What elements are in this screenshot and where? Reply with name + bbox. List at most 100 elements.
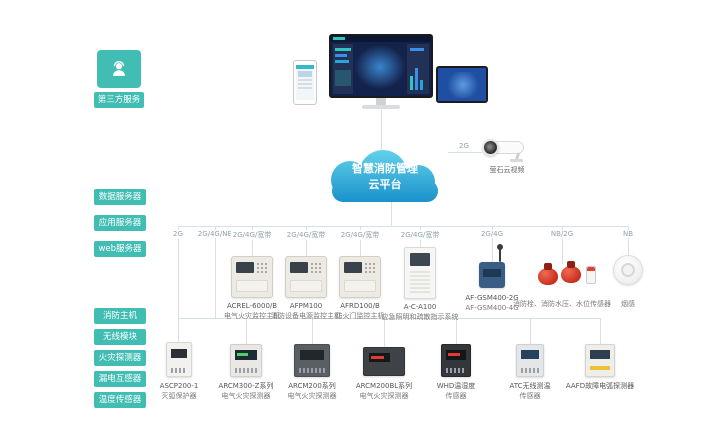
atc-device <box>516 344 544 377</box>
device-desc: 电气火灾探测器 <box>359 392 409 401</box>
connector-line <box>448 152 482 153</box>
gsm-gateway-device <box>479 244 505 288</box>
device-name: AAFD故障电弧探测器 <box>565 382 635 390</box>
connector-line <box>384 318 385 347</box>
layer-tag-fire-host: 消防主机 <box>94 308 146 324</box>
device-terminals <box>446 368 466 373</box>
connector-line <box>312 318 313 344</box>
smartphone <box>293 60 317 105</box>
device-desc: 烟感 <box>621 300 635 308</box>
aca100-cabinet-device <box>404 247 436 299</box>
arcm200bl-device <box>363 347 405 376</box>
device-display <box>171 349 187 358</box>
device-label: AFPM100 消防设备电源监控主机 <box>271 301 341 321</box>
device-label: WHD温湿度 传感器 <box>437 381 476 401</box>
device-screen <box>344 262 362 273</box>
device-label: ASCP200-1 灭弧保护器 <box>160 381 199 401</box>
smoke-detector-ring <box>621 263 635 277</box>
device-name: ARCM300-Z系列 <box>218 382 274 390</box>
device-name: A-C-A100 <box>403 303 437 311</box>
device-window <box>483 269 501 277</box>
dashboard-bar <box>335 60 349 63</box>
aafd-device <box>585 344 615 377</box>
connector-line <box>492 226 493 262</box>
antenna <box>499 248 501 262</box>
device-desc: 灭弧保护器 <box>161 392 197 401</box>
connector-line <box>600 318 601 344</box>
device-label: 烟感 <box>621 299 635 309</box>
device-label: ARCM300-Z系列 电气火灾探测器 <box>219 381 274 401</box>
hydrant-cap <box>544 263 552 270</box>
connector-line <box>530 318 531 344</box>
hydrant-body <box>561 266 581 283</box>
connector-line <box>252 226 253 256</box>
whd-device <box>441 344 471 377</box>
device-display <box>521 350 539 359</box>
device-slot <box>290 280 322 292</box>
connection-label: 2G/4G/宽带 <box>284 230 328 240</box>
device-label: A-C-A100 应急照明和疏散指示系统 <box>382 302 459 322</box>
dashboard-left-panel <box>333 44 353 94</box>
device-display <box>446 350 466 360</box>
antenna-tip <box>497 244 503 250</box>
cloud-platform: 智慧消防管理 云平台 <box>320 148 450 202</box>
monitor-stand-neck <box>376 98 386 105</box>
cloud-title-line2: 云平台 <box>368 178 402 191</box>
third-party-label: 第三方服务 <box>94 92 144 108</box>
connector-line <box>562 226 563 264</box>
dashboard-vbar <box>420 80 423 90</box>
device-slot <box>236 280 268 292</box>
monitor-dashboard-screen <box>331 36 431 96</box>
device-label: ARCM200系列 电气火灾探测器 <box>288 381 337 401</box>
device-desc: 防火门监控主机 <box>335 312 385 321</box>
layer-tag-fire-detector: 火灾探测器 <box>94 350 146 366</box>
phone-screen-block <box>298 71 312 77</box>
device-desc: 传感器 <box>445 392 467 401</box>
server-tag-app: 应用服务器 <box>94 215 146 231</box>
device-label: ACREL-6000/B 电气火灾监控主机 <box>224 301 280 321</box>
device-slot <box>344 280 376 292</box>
device-desc: 电气火灾探测器 <box>287 392 337 401</box>
device-keypad <box>364 262 376 273</box>
device-display <box>590 350 610 359</box>
connector-line <box>456 318 457 344</box>
device-label: AAFD故障电弧探测器 <box>566 381 634 391</box>
device-name: AFRD100/B <box>340 302 380 310</box>
server-tag-data: 数据服务器 <box>94 189 146 205</box>
device-display <box>300 350 324 360</box>
device-label: AF-GSM400-2G AF-GSM400-4G <box>465 293 518 313</box>
connector-line <box>391 202 392 226</box>
device-desc: 电气火灾探测器 <box>221 392 271 401</box>
smoke-detector-device <box>613 255 643 285</box>
device-terminals <box>235 368 257 373</box>
arcm200-device <box>294 344 330 377</box>
dashboard-bar <box>335 54 347 57</box>
connector-line <box>360 226 361 256</box>
dashboard-chart <box>335 70 351 86</box>
device-name: ASCP200-1 <box>159 382 199 390</box>
dashboard-vbar <box>415 68 418 90</box>
device-terminals <box>521 368 539 373</box>
person-headset-icon <box>113 61 125 76</box>
camera-lens <box>482 139 499 156</box>
connector-line <box>178 226 628 227</box>
connector-line <box>178 318 600 319</box>
connection-label: 2G/4G/NB <box>195 230 235 238</box>
device-name: ARCM200BL系列 <box>355 382 413 390</box>
hydrant-cap <box>567 261 575 268</box>
display-segment <box>371 356 384 359</box>
connector-line <box>246 318 247 344</box>
device-name: WHD温湿度 <box>436 382 476 390</box>
phone-screen-line <box>298 87 312 89</box>
connector-line <box>306 226 307 256</box>
water-level-sensor <box>586 266 596 284</box>
cloud-title-line1: 智慧消防管理 <box>352 162 418 176</box>
phone-screen <box>296 65 314 100</box>
layer-tag-temperature-sensor: 温度传感器 <box>94 392 146 408</box>
device-desc: AF-GSM400-4G <box>465 304 519 313</box>
fire-hydrant-sensor <box>538 262 558 286</box>
device-terminals <box>171 368 187 373</box>
sensor-top <box>587 267 595 271</box>
camera-connection-label: 2G <box>457 142 471 150</box>
